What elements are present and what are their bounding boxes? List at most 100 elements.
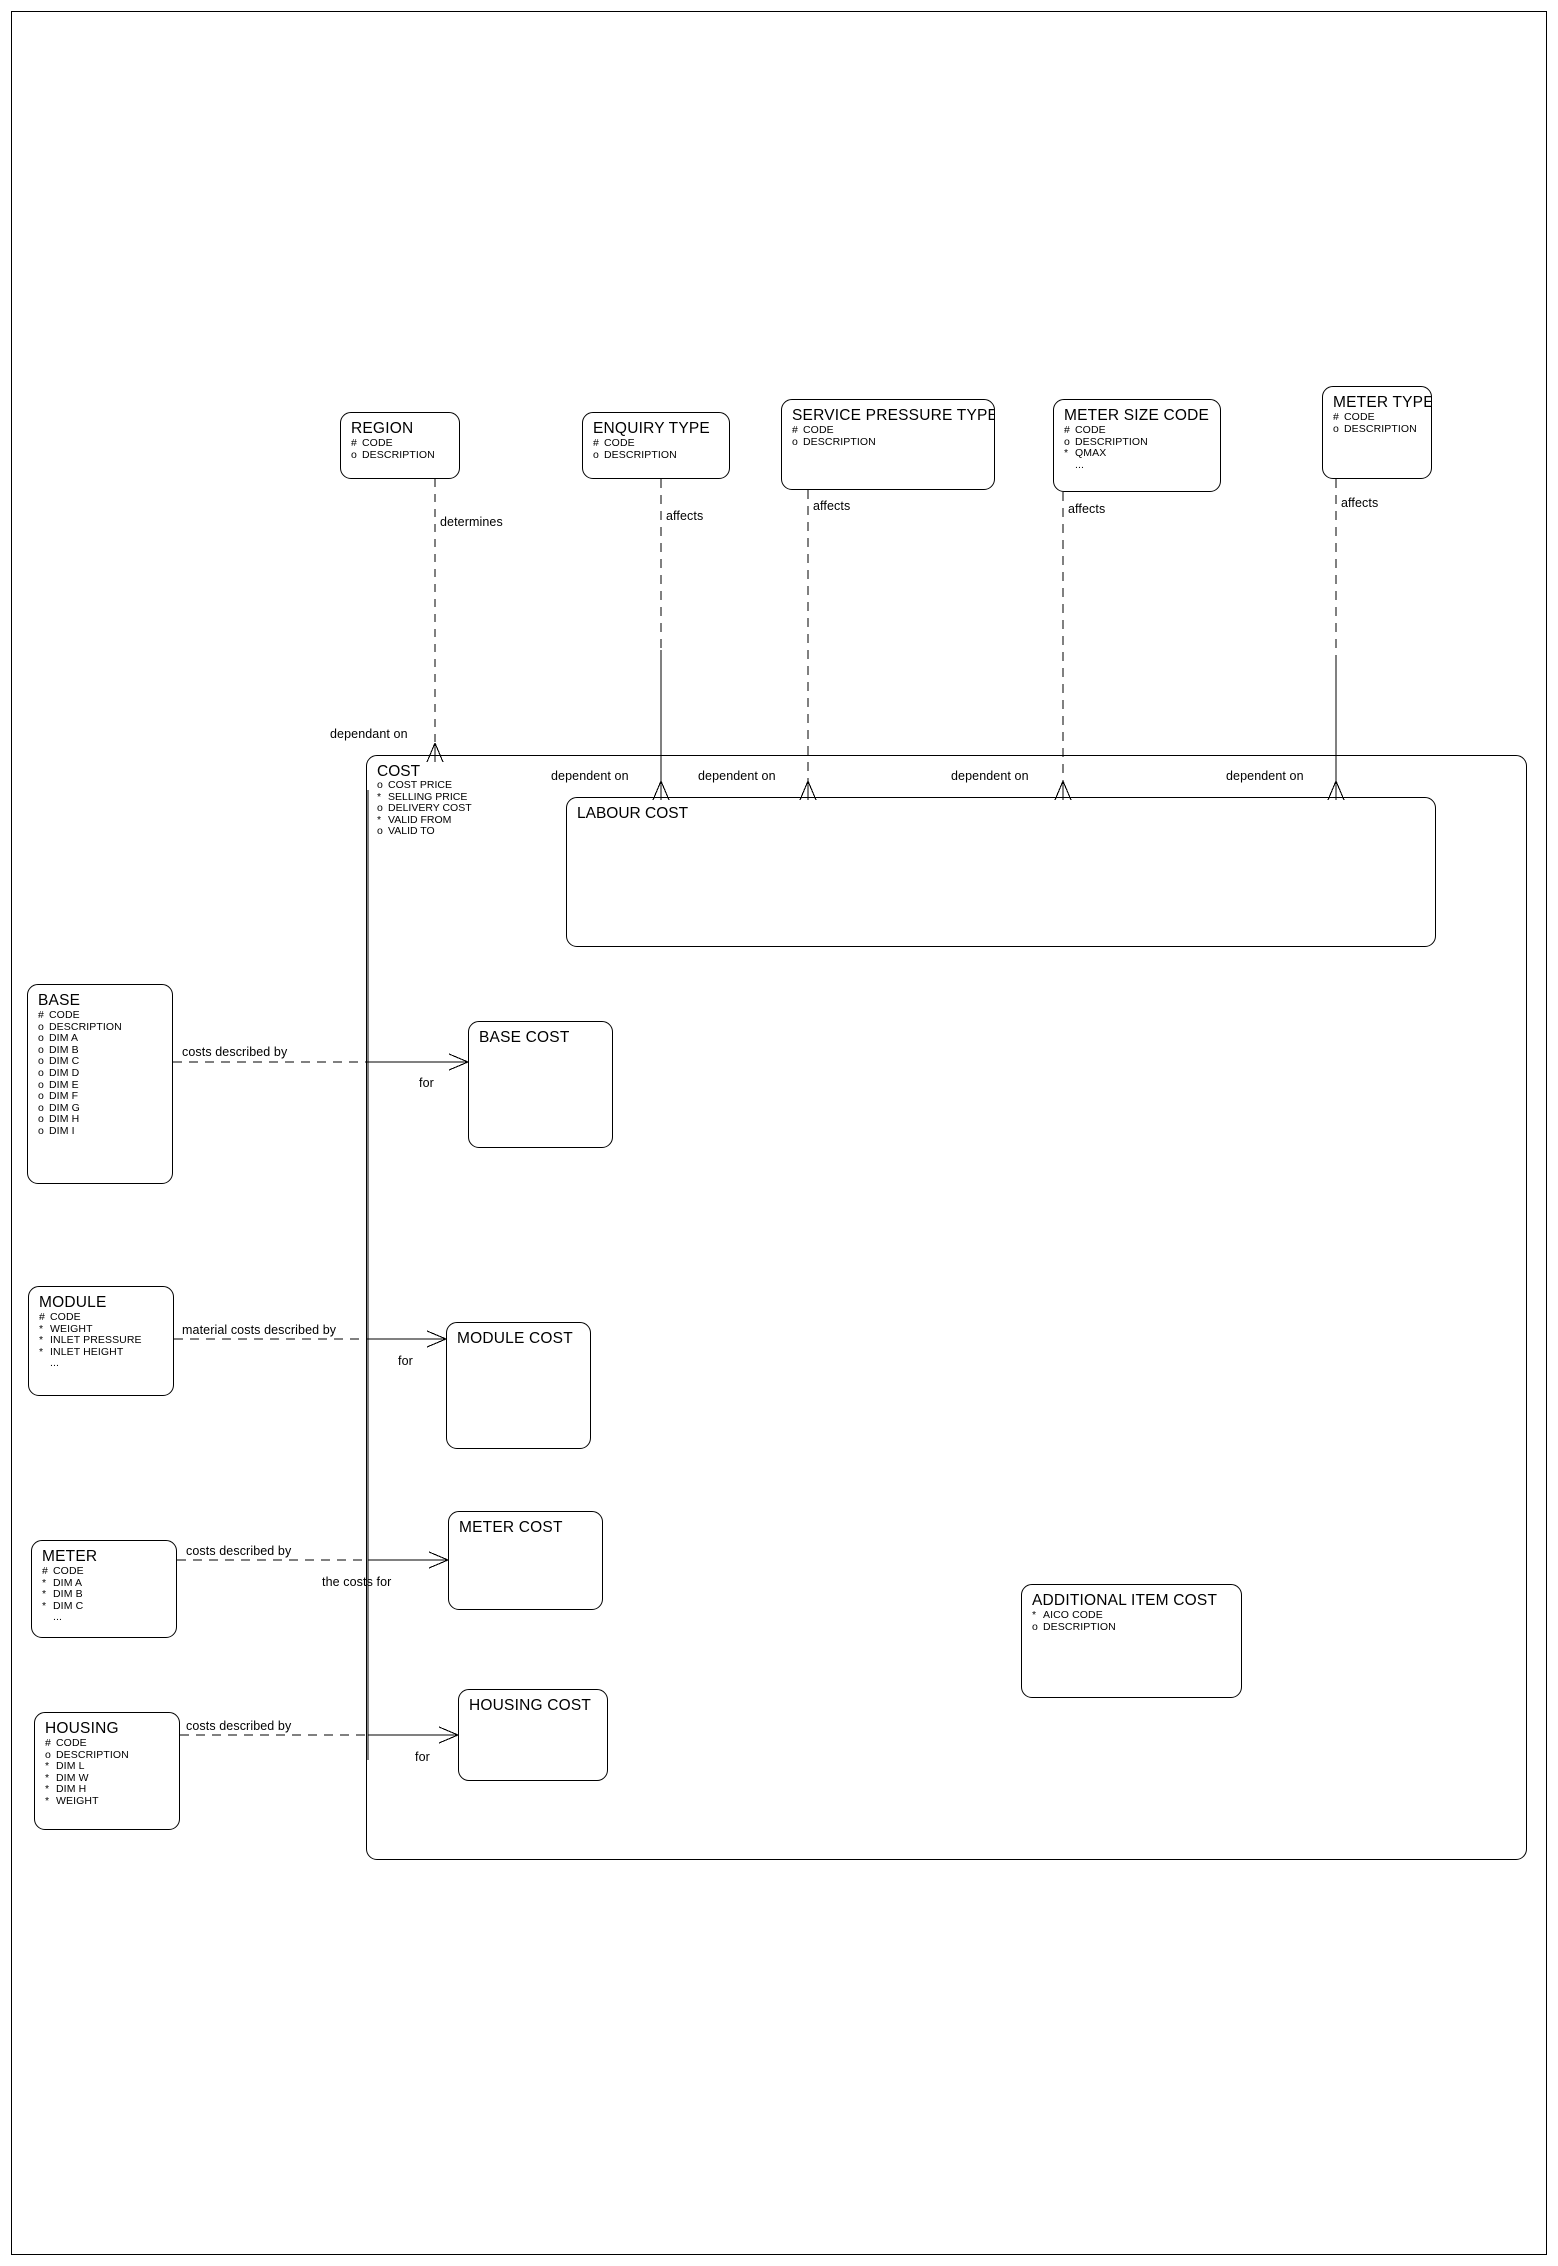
attribute-marker: * <box>1032 1609 1037 1621</box>
attribute-label: VALID FROM <box>388 813 452 826</box>
page-border <box>11 11 1547 2255</box>
label-enquiry-affects: affects <box>666 509 704 523</box>
attribute-marker: * <box>39 1322 44 1335</box>
entity-labour-cost[interactable]: LABOUR COST <box>566 797 1436 947</box>
attribute-label: DIM D <box>49 1066 80 1079</box>
attribute-list: #CODE *DIM A *DIM B *DIM C ... <box>42 1565 176 1624</box>
attribute-marker: o <box>377 825 383 838</box>
entity-name: METER SIZE CODE <box>1064 407 1210 424</box>
attribute-marker: o <box>593 448 599 461</box>
entity-name: REGION <box>351 420 414 437</box>
entity-housing-cost[interactable]: HOUSING COST <box>458 1689 608 1781</box>
label-meter-costs-described-by: costs described by <box>186 1544 292 1558</box>
attribute-row: *DIM W <box>45 1772 179 1785</box>
entity-name: ENQUIRY TYPE <box>593 420 710 437</box>
entity-name: HOUSING <box>45 1720 119 1737</box>
entity-meter-cost[interactable]: METER COST <box>448 1511 603 1610</box>
attribute-marker: # <box>42 1565 48 1577</box>
attribute-marker: o <box>377 802 383 815</box>
attribute-label: DIM C <box>49 1055 80 1068</box>
label-base-cost-for: for <box>419 1076 434 1090</box>
attribute-label: CODE <box>50 1311 81 1323</box>
label-housing-costs-described-by: costs described by <box>186 1719 292 1733</box>
attribute-marker: o <box>38 1032 44 1045</box>
label-cost-dependent-on-meter-type: dependent on <box>1226 769 1304 783</box>
attribute-marker: * <box>42 1599 47 1612</box>
attribute-label: DIM L <box>56 1760 85 1773</box>
attribute-label: DIM A <box>53 1576 83 1589</box>
attribute-marker: o <box>1032 1620 1038 1633</box>
attribute-marker: * <box>45 1794 50 1807</box>
attribute-row: *WEIGHT <box>39 1322 173 1336</box>
label-base-costs-described-by: costs described by <box>182 1045 288 1059</box>
attribute-label: DESCRIPTION <box>1344 422 1417 435</box>
attribute-row: o DESCRIPTION <box>1032 1620 1241 1634</box>
attribute-marker: * <box>39 1345 44 1358</box>
label-module-material-costs-described-by: material costs described by <box>182 1323 337 1337</box>
attribute-row: *VALID FROM <box>377 813 1526 827</box>
attribute-label: QMAX <box>1075 447 1107 460</box>
attribute-marker: o <box>1333 422 1339 435</box>
entity-module-cost[interactable]: MODULE COST <box>446 1322 591 1449</box>
attribute-marker: * <box>45 1783 50 1796</box>
attribute-label: DIM G <box>49 1101 80 1114</box>
entity-name: ADDITIONAL ITEM COST <box>1032 1592 1218 1609</box>
attribute-label: DESCRIPTION <box>1075 435 1148 448</box>
attribute-marker: o <box>38 1124 44 1137</box>
attribute-label: DIM F <box>49 1090 79 1103</box>
attribute-label: DIM H <box>56 1783 87 1796</box>
label-module-cost-for: for <box>398 1354 413 1368</box>
entity-base-cost[interactable]: BASE COST <box>468 1021 613 1148</box>
entity-name: SERVICE PRESSURE TYPE <box>792 407 995 424</box>
attribute-list: #CODE *WEIGHT *INLET PRESSURE *INLET HEI… <box>39 1311 173 1370</box>
label-cost-dependent-on-enquiry: dependent on <box>551 769 629 783</box>
attribute-marker: o <box>38 1113 44 1126</box>
attribute-marker: o <box>38 1055 44 1068</box>
attribute-marker: * <box>42 1588 47 1601</box>
attribute-label: DESCRIPTION <box>49 1020 122 1033</box>
attribute-marker: o <box>38 1078 44 1091</box>
entity-module[interactable]: MODULE #CODE *WEIGHT *INLET PRESSURE *IN… <box>28 1286 174 1396</box>
label-cost-dependent-on-service-pressure: dependent on <box>698 769 776 783</box>
attribute-marker: * <box>42 1576 47 1589</box>
attribute-row: *QMAX <box>1064 447 1220 460</box>
attribute-row: *INLET PRESSURE <box>39 1334 173 1347</box>
entity-meter[interactable]: METER #CODE *DIM A *DIM B *DIM C ... <box>31 1540 177 1638</box>
entity-name: METER COST <box>459 1519 563 1536</box>
attribute-label: DESCRIPTION <box>1043 1620 1116 1633</box>
attribute-label: DESCRIPTION <box>56 1748 129 1761</box>
attribute-row: *SELLING PRICE <box>377 791 1526 804</box>
attribute-row: #CODE <box>1064 424 1220 437</box>
attribute-label: ... <box>1075 458 1085 471</box>
entity-name: BASE COST <box>479 1029 570 1046</box>
label-meter-cost-for: the costs for <box>322 1575 392 1589</box>
attribute-row: ... <box>1064 458 1220 472</box>
attribute-marker: o <box>351 448 357 461</box>
attribute-row: ... <box>39 1358 173 1370</box>
attribute-marker: # <box>39 1311 45 1323</box>
attribute-row: *DIM C <box>42 1599 176 1613</box>
attribute-row: # CODE <box>39 1311 173 1324</box>
